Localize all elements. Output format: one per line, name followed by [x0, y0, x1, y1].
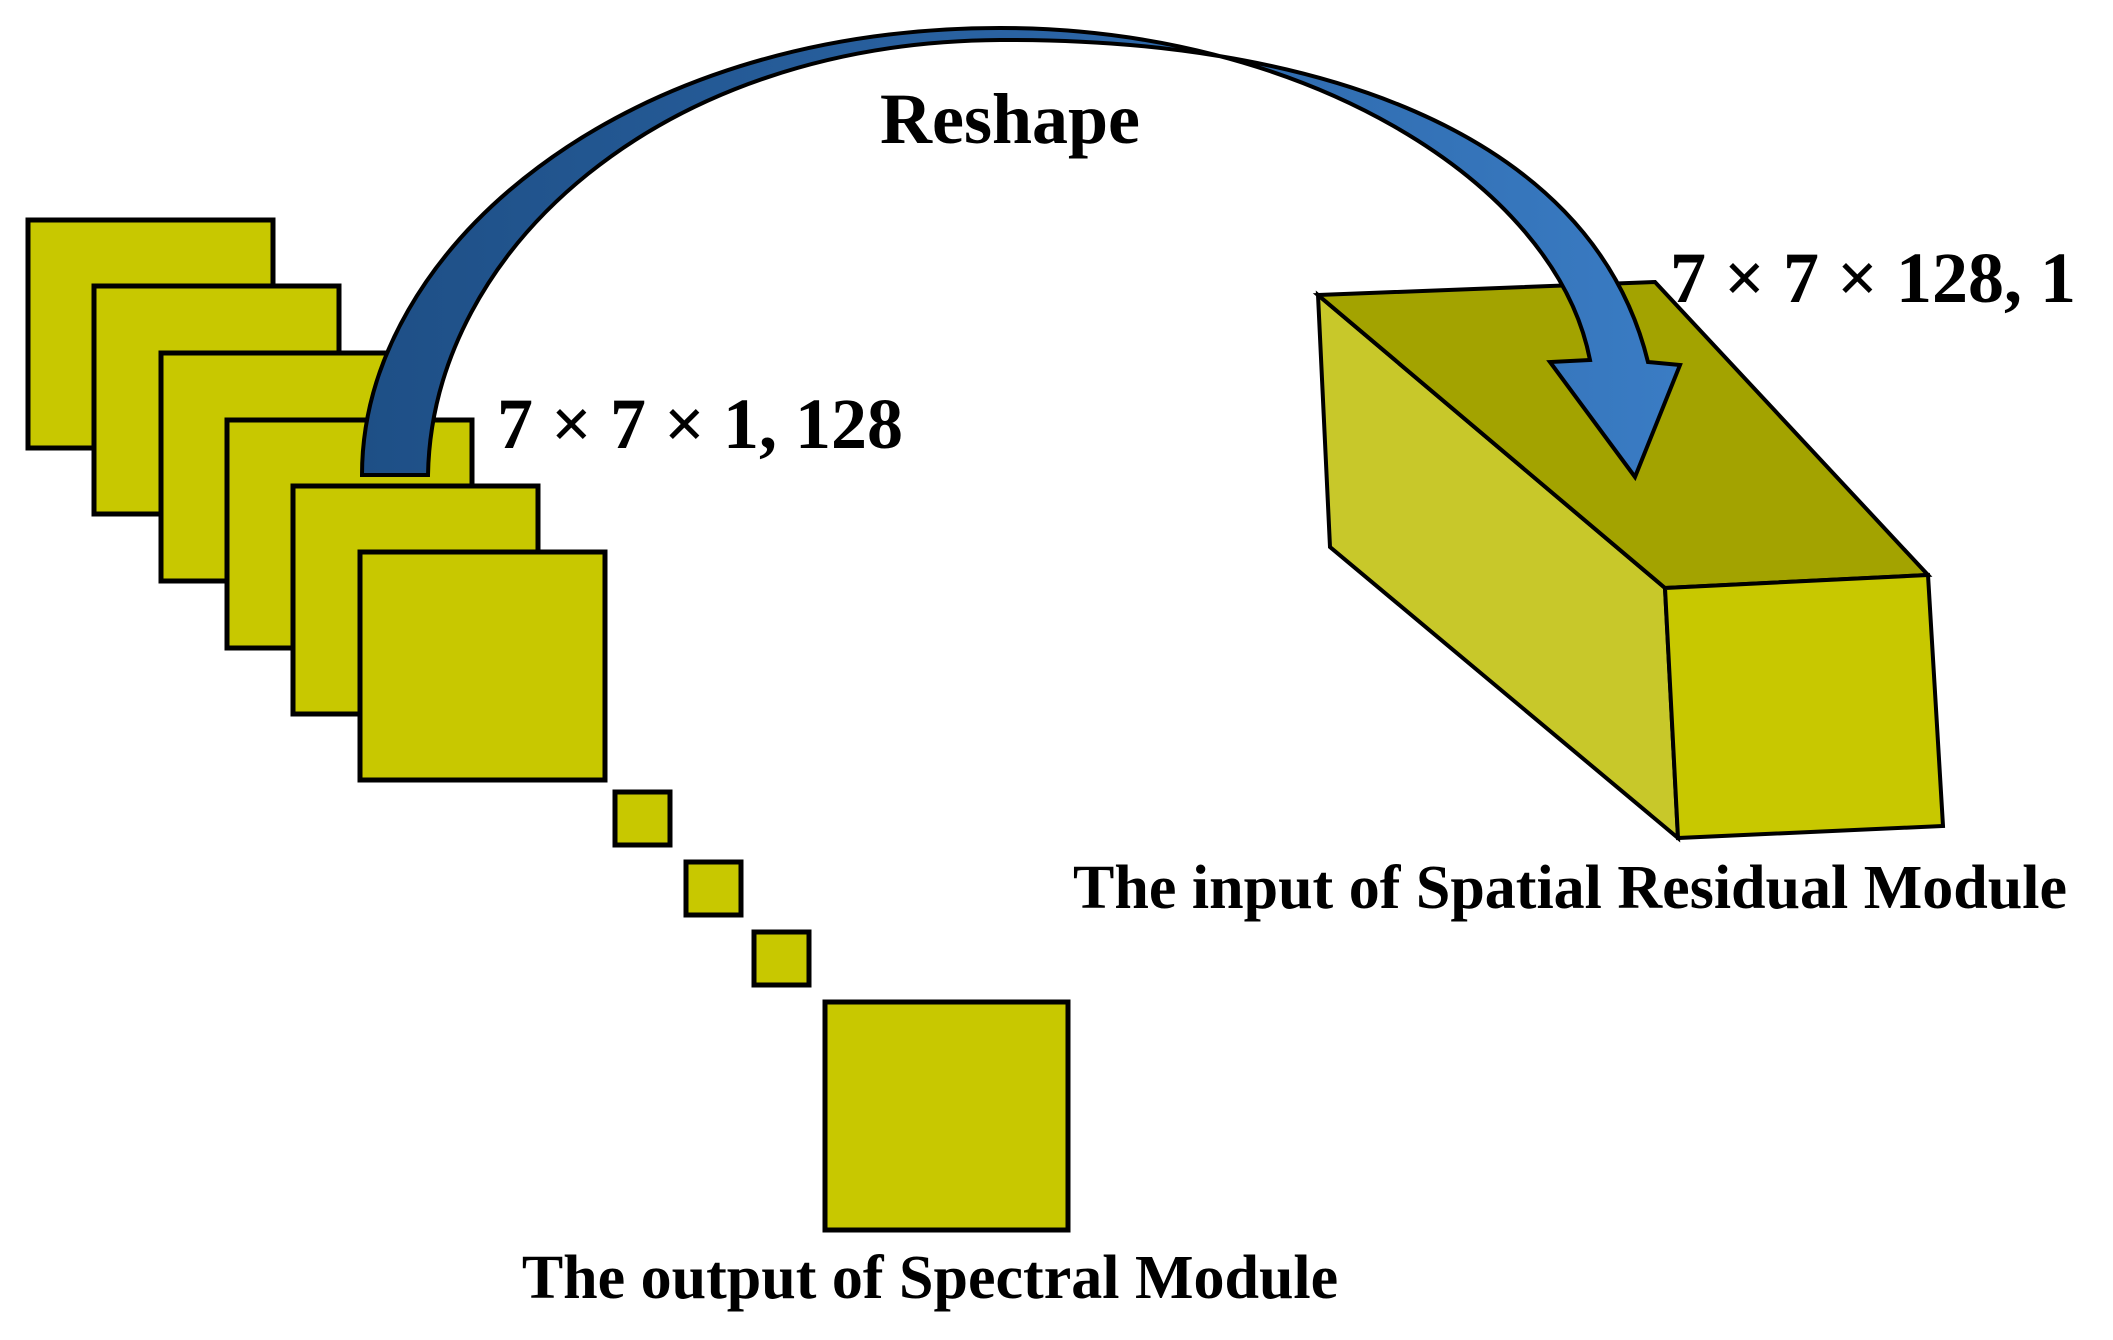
spatial-module-caption: The input of Spatial Residual Module — [1073, 854, 2067, 922]
feature-map-6 — [357, 549, 608, 783]
reshape-label: Reshape — [880, 79, 1140, 159]
spectral-module-caption: The output of Spectral Module — [522, 1244, 1338, 1312]
feature-map-last — [822, 999, 1071, 1233]
right-dimension-label: 7 × 7 × 128, 1 — [1670, 238, 2076, 318]
spectral-output-stack — [25, 217, 1071, 1233]
curved-arrow-icon — [359, 25, 1683, 482]
ellipsis-square-3 — [751, 929, 812, 988]
ellipsis-square-2 — [683, 859, 744, 918]
ellipsis-square-1 — [612, 789, 673, 848]
block-front-face — [1662, 572, 1946, 841]
left-dimension-label: 7 × 7 × 1, 128 — [497, 384, 903, 464]
